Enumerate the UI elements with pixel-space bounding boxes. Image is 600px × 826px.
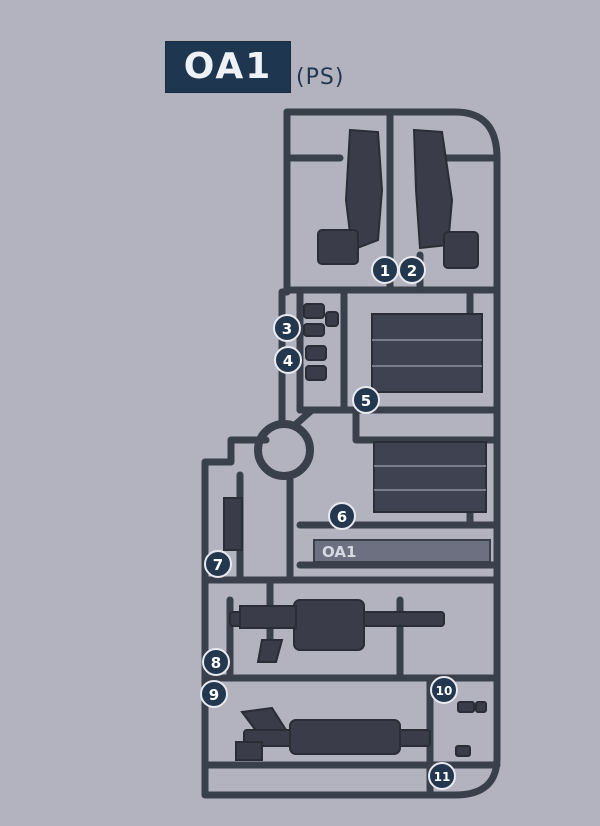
svg-text:7: 7: [213, 556, 223, 574]
ammo-block-6: [373, 441, 487, 513]
svg-text:9: 9: [209, 686, 219, 704]
part-marker-5: 5: [352, 386, 380, 414]
part-marker-1: 1: [371, 256, 399, 284]
sprue-nameplate: OA1: [313, 539, 491, 563]
svg-text:2: 2: [407, 262, 417, 280]
machine-gun-part-8: [229, 599, 445, 663]
leg-part-right: [412, 128, 454, 250]
runner-hub-ring: [254, 420, 314, 480]
svg-text:11: 11: [434, 770, 451, 784]
part-marker-4: 4: [274, 346, 302, 374]
svg-text:3: 3: [282, 320, 292, 338]
sprue-code-label: OA1: [166, 42, 290, 92]
part-7-piece: [223, 497, 243, 551]
svg-text:4: 4: [283, 352, 293, 370]
part-group-3-4: [303, 303, 339, 381]
svg-text:6: 6: [337, 508, 347, 526]
machine-gun-part-9: [235, 706, 431, 761]
foot-part-right: [443, 231, 479, 269]
foot-part-left: [317, 229, 359, 265]
part-marker-10: 10: [430, 676, 458, 704]
part-group-1-2: [317, 128, 479, 269]
svg-text:5: 5: [361, 392, 371, 410]
svg-text:10: 10: [436, 684, 453, 698]
part-marker-7: 7: [204, 550, 232, 578]
part-number-markers: 1 2 3 4 5 6 7 8: [200, 256, 458, 790]
part-marker-6: 6: [328, 502, 356, 530]
part-marker-2: 2: [398, 256, 426, 284]
part-group-10-11: [455, 701, 487, 757]
part-marker-3: 3: [273, 314, 301, 342]
material-label: (PS): [296, 65, 345, 90]
part-marker-8: 8: [202, 648, 230, 676]
part-marker-11: 11: [428, 762, 456, 790]
svg-text:1: 1: [380, 262, 390, 280]
nameplate-text: OA1: [322, 543, 356, 561]
ammo-block-5: [371, 313, 483, 393]
part-marker-9: 9: [200, 680, 228, 708]
svg-text:8: 8: [211, 654, 221, 672]
leg-part-left: [344, 128, 384, 252]
